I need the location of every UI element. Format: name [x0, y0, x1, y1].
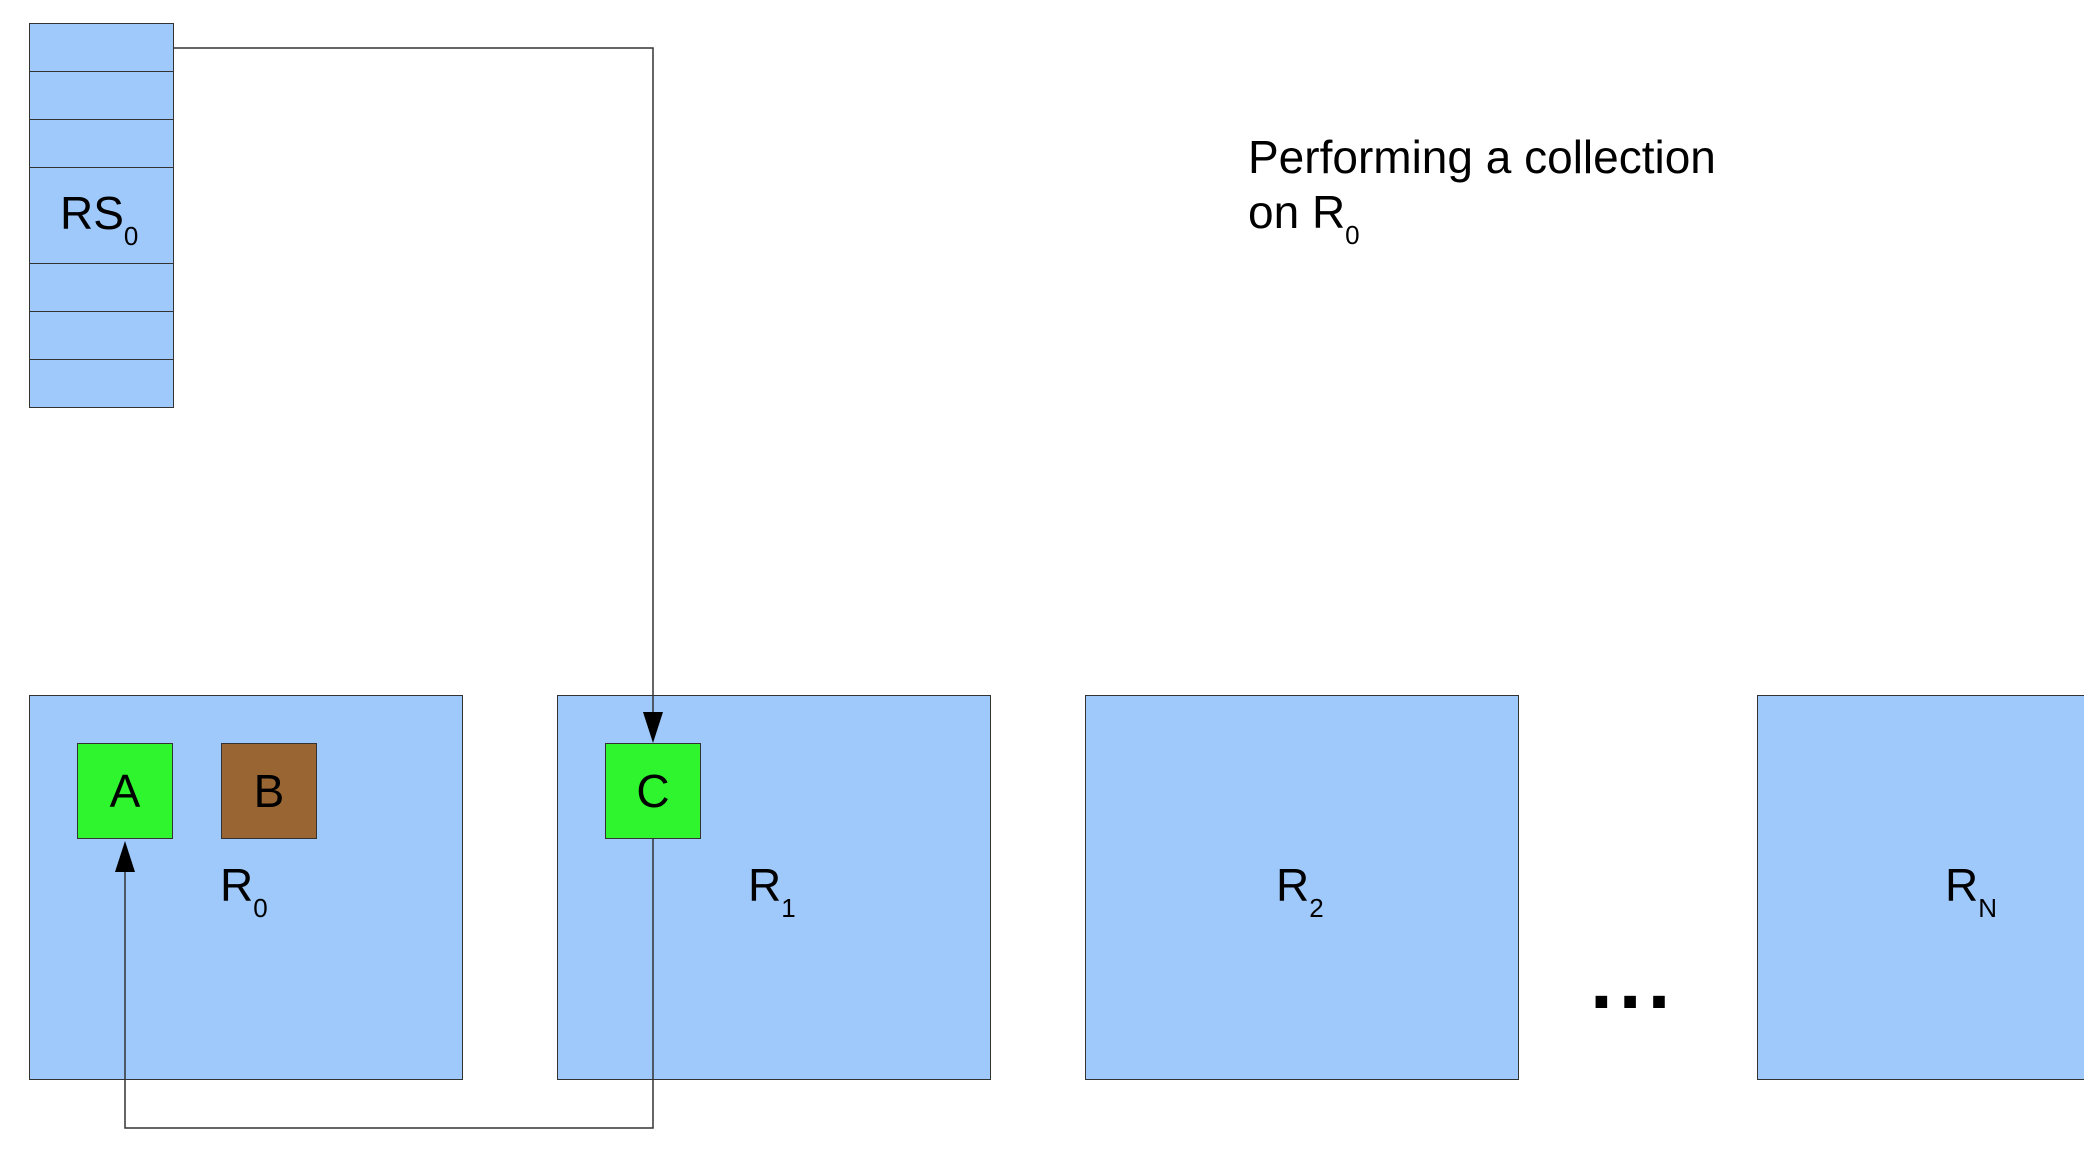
region-r2-label: R2: [1276, 859, 1324, 923]
rs-entry: [29, 311, 174, 360]
region-r0-label: R0: [220, 859, 268, 923]
rs-to-c-reference-line: [174, 47, 654, 720]
diagram-title: Performing a collection on R0: [1248, 130, 1716, 250]
rs-entry: [29, 23, 174, 72]
title-line-1: Performing a collection: [1248, 131, 1716, 183]
title-line-2: on R0: [1248, 186, 1360, 250]
rs-label: RS0: [60, 187, 139, 251]
region-rn: [1757, 695, 2084, 1080]
more-regions-ellipsis: ...: [1590, 935, 1677, 1026]
rs-entry-labelled: [29, 167, 174, 265]
rs-entry: [29, 119, 174, 168]
rs-entry: [29, 359, 174, 408]
object-b: B: [221, 743, 317, 839]
region-rn-label: RN: [1945, 859, 1998, 923]
object-c: C: [605, 743, 701, 839]
object-a: A: [77, 743, 173, 839]
rs-entry: [29, 71, 174, 120]
region-r1-label: R1: [748, 859, 796, 923]
rs-entry: [29, 263, 174, 312]
region-r2: [1085, 695, 1519, 1080]
